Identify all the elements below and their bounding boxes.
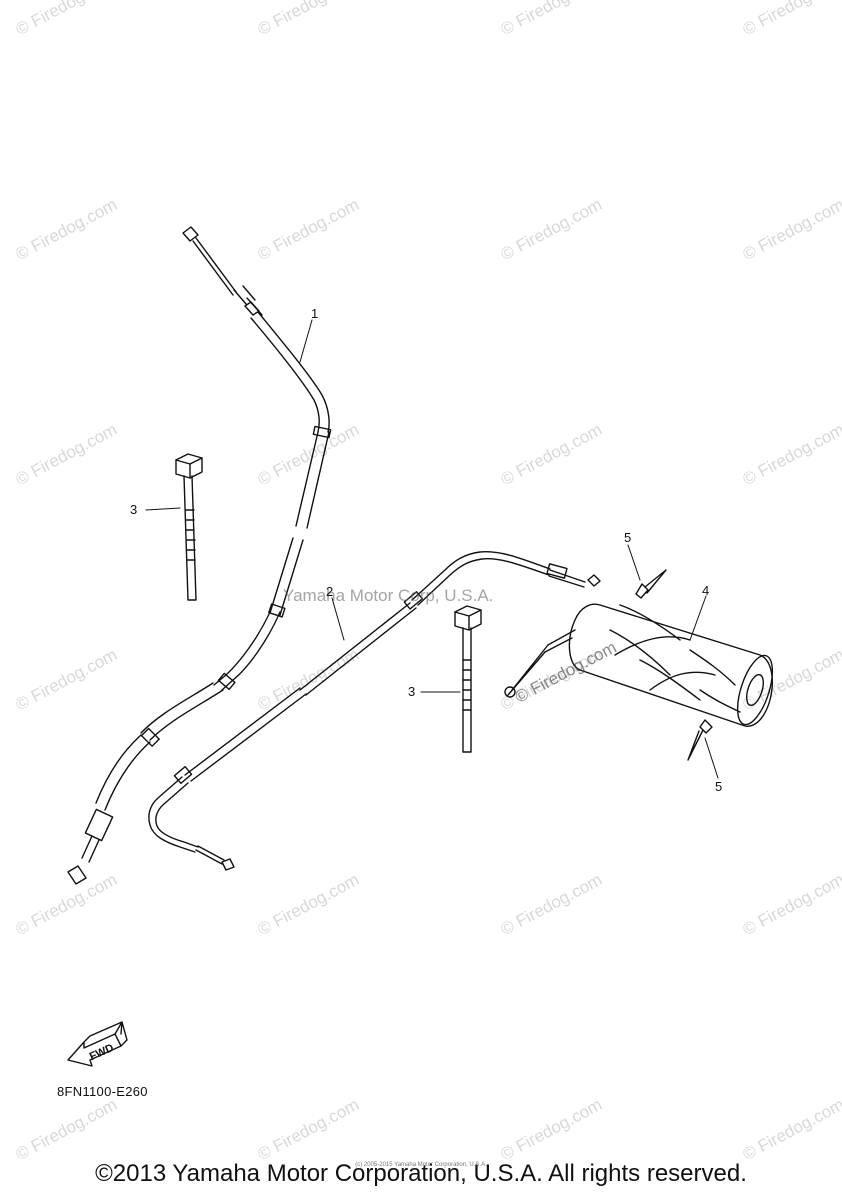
cable-tie-right[interactable]: [454, 605, 482, 753]
copyright-notice: ©2013 Yamaha Motor Corporation, U.S.A. A…: [95, 1160, 747, 1187]
callout-2: 2: [326, 584, 334, 599]
handle-grip[interactable]: [504, 603, 779, 728]
callout-3-right: 3: [408, 684, 416, 699]
cable-1[interactable]: [67, 226, 332, 885]
callout-5-upper: 5: [624, 530, 632, 545]
callout-4: 4: [702, 583, 710, 598]
callout-5-lower: 5: [715, 779, 723, 794]
callout-3-left: 3: [130, 502, 138, 517]
cable-2[interactable]: [148, 550, 601, 871]
yamaha-stamp: Yamaha Motor Corp, U.S.A.: [283, 586, 494, 605]
pin-upper[interactable]: [635, 569, 667, 599]
part-code: 8FN1100-E260: [57, 1084, 148, 1099]
cable-tie-left[interactable]: [175, 453, 203, 601]
callout-1: 1: [311, 306, 319, 321]
small-print: (c) 2005-2015 Yamaha Motor Corporation, …: [355, 1162, 487, 1168]
pin-lower[interactable]: [687, 719, 713, 761]
fwd-arrow: [67, 1021, 128, 1067]
